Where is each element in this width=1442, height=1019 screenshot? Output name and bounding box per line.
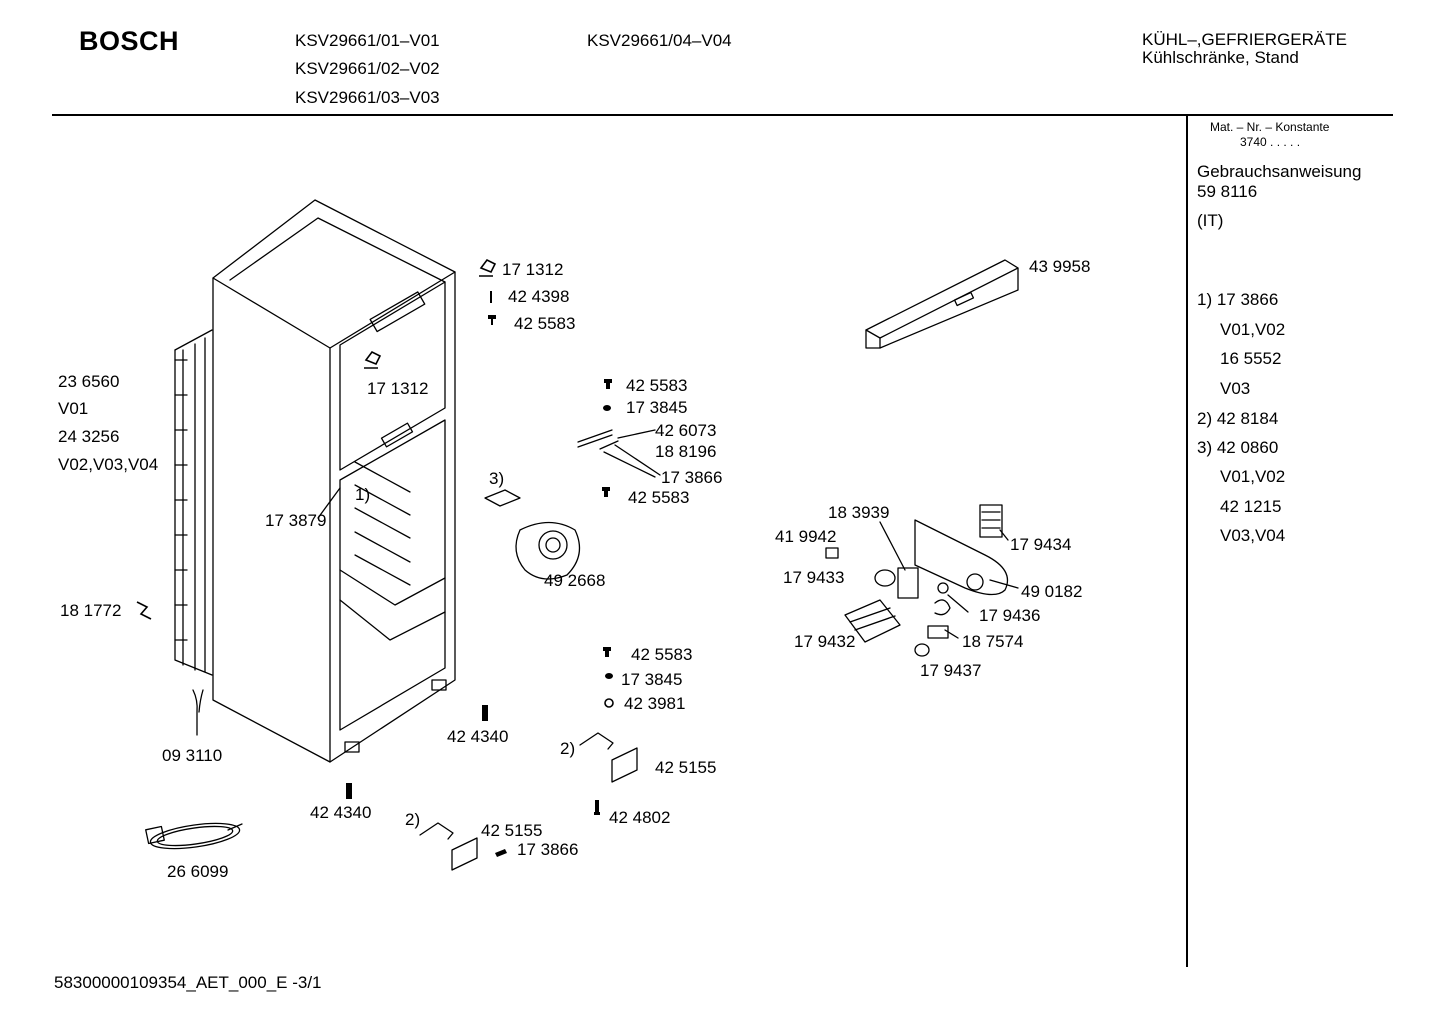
part-label: 17 1312 (502, 260, 564, 279)
screw-icon (602, 487, 610, 497)
duct-assembly-drawing (577, 429, 661, 478)
model-number: KSV29661/04–V04 (587, 31, 732, 50)
part-label: 17 3866 (661, 468, 723, 487)
category-subtitle: Kühlschränke, Stand (1142, 48, 1299, 67)
part-label: 23 6560 (58, 372, 120, 391)
screw-icon (488, 315, 496, 325)
footnote: 42 1215 (1220, 497, 1282, 516)
screw-icon (346, 783, 352, 799)
part-label: 18 7574 (962, 632, 1024, 651)
screw-icon (604, 379, 612, 389)
footnote: V03,V04 (1220, 526, 1286, 545)
category-title: KÜHL–,GEFRIERGERÄTE (1142, 30, 1347, 49)
leader-line (317, 487, 341, 519)
part-callout: 1) (355, 485, 371, 504)
part-label: 17 9434 (1010, 535, 1072, 554)
part-label: V02,V03,V04 (58, 455, 159, 474)
washer-icon (605, 673, 613, 679)
footnote: V03 (1220, 379, 1251, 398)
part-label: 17 1312 (367, 379, 429, 398)
part-label: 42 6073 (655, 421, 717, 440)
brand-logo: BOSCH (79, 26, 180, 56)
manual-language: (IT) (1197, 211, 1224, 230)
part-label: 49 2668 (544, 571, 606, 590)
part-label: 17 9433 (783, 568, 845, 587)
model-number: KSV29661/01–V01 (295, 31, 440, 50)
hinge-icon (479, 258, 497, 277)
header-rule (52, 114, 1393, 116)
footnote: 1) 17 3866 (1197, 290, 1279, 309)
part-label: 18 3939 (828, 503, 890, 522)
manual-label: Gebrauchsanweisung (1197, 162, 1362, 181)
screw-icon (594, 800, 600, 815)
part-label: 42 5583 (626, 376, 688, 395)
part-label: 42 3981 (624, 694, 686, 713)
screw-icon (603, 647, 611, 657)
hardware-icon (490, 291, 492, 303)
condenser-coil-drawing (174, 329, 213, 676)
part-label: 42 5155 (655, 758, 717, 777)
part-label: 18 1772 (60, 601, 122, 620)
leader-line (999, 529, 1009, 541)
part-label: 41 9942 (775, 527, 837, 546)
mat-number-label: Mat. – Nr. – Konstante (1210, 120, 1330, 134)
leader-line (944, 629, 959, 639)
part-label: 17 9432 (794, 632, 856, 651)
model-number: KSV29661/02–V02 (295, 59, 440, 78)
footnote: 16 5552 (1220, 349, 1282, 368)
part-label: 17 3845 (626, 398, 688, 417)
hardware-glyphs (346, 291, 613, 857)
screw-icon (482, 705, 488, 721)
part-label: V01 (58, 399, 89, 418)
part-callout: 2) (560, 739, 576, 758)
mat-number-value: 3740 . . . . . (1240, 135, 1301, 149)
footnote: V01,V02 (1220, 320, 1286, 339)
part-label: 17 3866 (517, 840, 579, 859)
part-label: 42 5155 (481, 821, 543, 840)
footnote: V01,V02 (1220, 467, 1286, 486)
fridge-cabinet-drawing (212, 199, 456, 763)
footnote: 3) 42 0860 (1197, 438, 1279, 457)
part-label: 42 5583 (514, 314, 576, 333)
control-panel-drawing (865, 259, 1019, 349)
part-label: 42 4340 (447, 727, 509, 746)
part-label: 42 5583 (631, 645, 693, 664)
part-label: 17 9437 (920, 661, 982, 680)
leader-line (879, 521, 906, 571)
leader-line (947, 594, 969, 613)
leader-line (989, 579, 1019, 589)
part-label: 17 9436 (979, 606, 1041, 625)
part-label: 42 4802 (609, 808, 671, 827)
cable-clip-icon (136, 601, 152, 620)
drain-tube-drawing (192, 689, 204, 736)
sidebar-divider (1186, 116, 1188, 967)
thermostat-assembly-drawing (825, 504, 1009, 657)
part-label: 18 8196 (655, 442, 717, 461)
part-label: 26 6099 (167, 862, 229, 881)
washer-icon (603, 405, 611, 411)
part-label: 42 4398 (508, 287, 570, 306)
screw-icon (495, 846, 513, 857)
block-drawing (484, 489, 521, 507)
part-label: 43 9958 (1029, 257, 1091, 276)
part-label: 42 5583 (628, 488, 690, 507)
part-label: 24 3256 (58, 427, 120, 446)
part-callout: 2) (405, 810, 421, 829)
part-label: 17 3879 (265, 511, 327, 530)
hinge-icon (364, 350, 382, 369)
part-label: 09 3110 (162, 746, 223, 765)
power-cord-drawing (145, 822, 243, 850)
part-label: 49 0182 (1021, 582, 1083, 601)
fan-drawing (515, 521, 581, 580)
part-label: 42 4340 (310, 803, 372, 822)
hinge-drawing (419, 732, 638, 871)
model-number: KSV29661/03–V03 (295, 88, 440, 107)
ring-icon (604, 698, 614, 708)
part-callout: 3) (489, 469, 505, 488)
manual-number: 59 8116 (1197, 182, 1258, 201)
document-code: 58300000109354_AET_000_E -3/1 (54, 973, 322, 992)
footnote: 2) 42 8184 (1197, 409, 1279, 428)
part-label: 17 3845 (621, 670, 683, 689)
